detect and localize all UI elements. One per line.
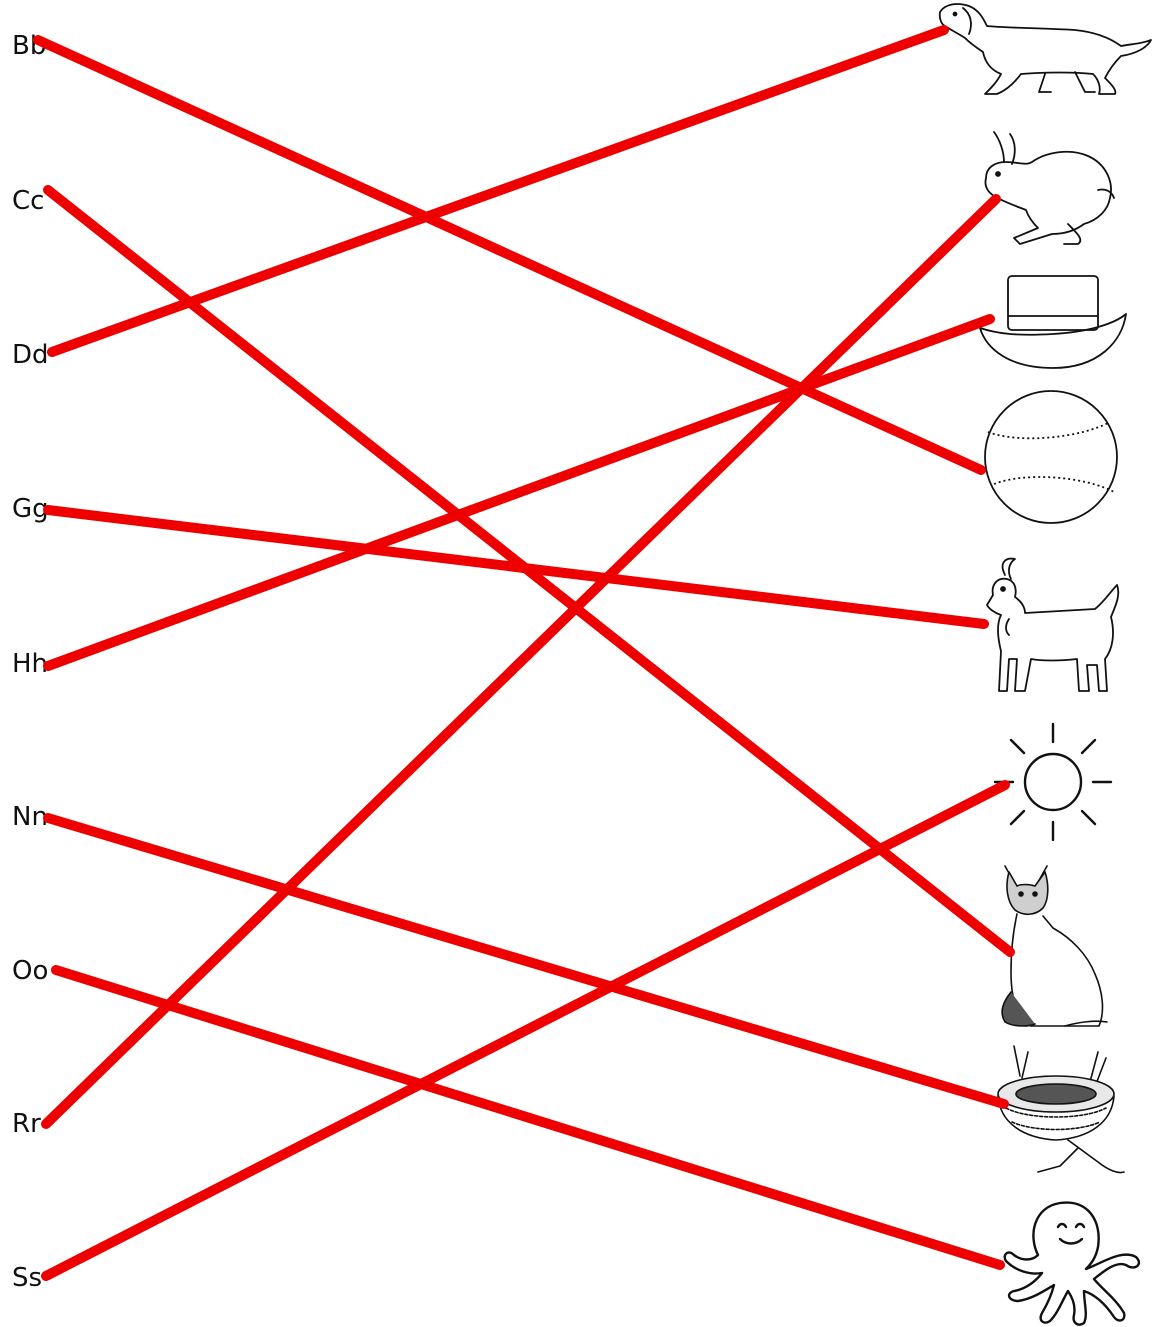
letter-nn[interactable]: Nn [12,804,48,830]
match-line-dd-dog [52,30,944,352]
match-line-ss-sun [46,785,1005,1276]
letter-gg[interactable]: Gg [12,496,49,522]
letter-cc[interactable]: Cc [12,188,44,214]
nest-icon[interactable] [978,1042,1128,1182]
sun-icon[interactable] [993,720,1117,844]
letter-ss[interactable]: Ss [12,1265,42,1291]
letter-hh[interactable]: Hh [12,651,48,677]
match-line-rr-rabbit [46,199,996,1124]
match-line-cc-cat [48,190,1010,952]
match-line-bb-ball [38,40,981,470]
octopus-icon[interactable] [998,1195,1144,1325]
letter-dd[interactable]: Dd [12,342,49,368]
dog-icon[interactable] [935,0,1157,100]
match-line-gg-goat [48,510,984,624]
goat-icon[interactable] [975,555,1125,705]
letter-rr[interactable]: Rr [12,1111,41,1137]
match-line-hh-hat [48,319,990,666]
letter-oo[interactable]: Oo [12,958,48,984]
letter-bb[interactable]: Bb [12,33,46,59]
match-line-nn-nest [48,818,1004,1104]
hat-icon[interactable] [978,272,1128,372]
cat-icon[interactable] [995,862,1115,1030]
match-line-oo-octopus [56,970,1000,1265]
ball-icon[interactable] [980,388,1122,526]
rabbit-icon[interactable] [980,130,1122,252]
